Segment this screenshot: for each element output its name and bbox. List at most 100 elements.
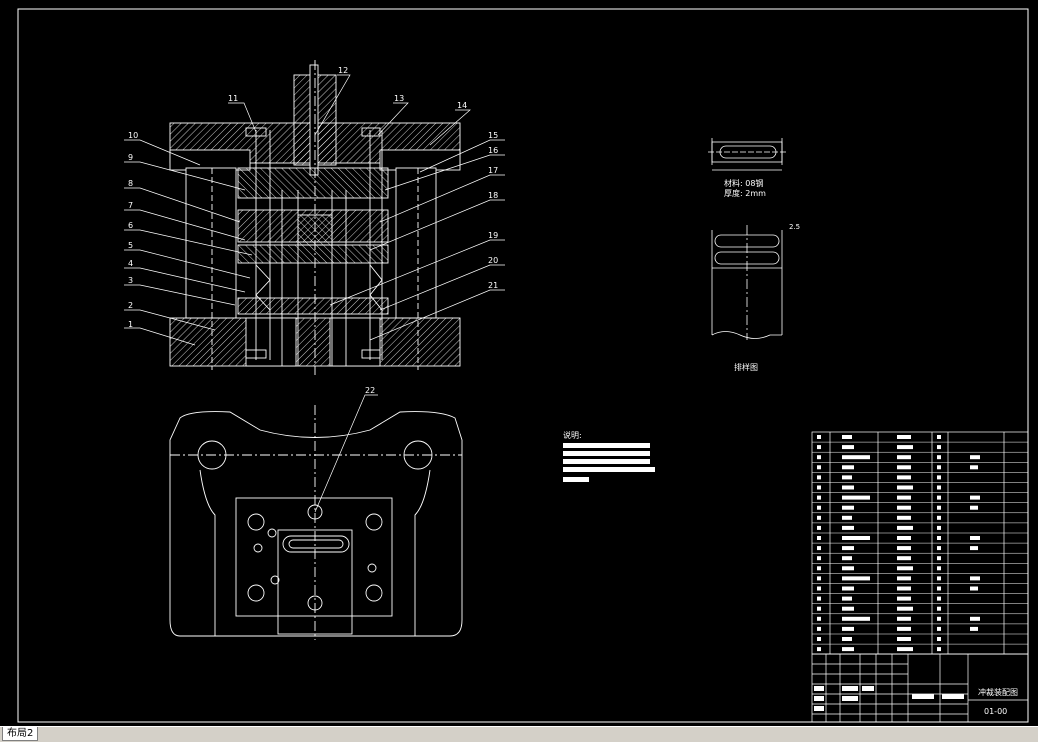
table-cell-text — [842, 525, 854, 530]
table-cell-text — [817, 485, 821, 490]
title-block-name: 冲裁装配图 — [978, 687, 1018, 697]
table-cell-text — [842, 495, 870, 500]
table-cell-text — [897, 576, 911, 581]
table-cell-text — [817, 435, 821, 439]
table-cell-text — [937, 525, 941, 530]
title-block — [811, 653, 1029, 723]
table-cell-text — [842, 566, 854, 571]
part-label-16: 16 — [488, 146, 498, 155]
table-cell-text — [842, 647, 854, 652]
part-label-7: 7 — [128, 201, 133, 210]
table-cell-text — [937, 596, 941, 601]
table-cell-text — [937, 576, 941, 581]
table-cell-text — [937, 616, 941, 621]
table-cell-text — [897, 525, 913, 530]
table-cell-text — [897, 596, 911, 601]
table-cell-text — [937, 455, 941, 460]
table-cell-text — [897, 637, 911, 641]
table-cell-text — [842, 616, 870, 621]
table-cell-text — [897, 445, 913, 450]
table-cell-text — [970, 505, 978, 510]
table-cell-text — [897, 536, 911, 540]
table-cell-text — [937, 536, 941, 540]
table-cell-text — [970, 536, 980, 540]
notes-block — [563, 443, 655, 482]
strip-layout — [711, 225, 783, 340]
table-cell-text — [842, 536, 870, 540]
table-cell-text — [970, 465, 978, 470]
table-cell-text — [970, 455, 980, 460]
part-label-18: 18 — [488, 191, 498, 200]
table-cell-text — [842, 465, 854, 470]
table-cell-text — [842, 445, 854, 450]
table-cell-text — [897, 546, 911, 551]
table-cell-text — [817, 536, 821, 540]
table-cell-text — [937, 505, 941, 510]
drawing-frame — [17, 8, 1029, 723]
table-cell-text — [970, 616, 980, 621]
part-label-20: 20 — [488, 256, 498, 265]
table-cell-text — [842, 515, 852, 520]
table-cell-text — [817, 606, 821, 611]
parts-list-rows — [812, 435, 1028, 655]
table-cell-text — [970, 626, 978, 631]
table-cell-text — [897, 566, 913, 571]
part-label-22: 22 — [365, 386, 375, 395]
table-cell-text — [937, 495, 941, 500]
table-cell-text — [937, 475, 941, 480]
table-cell-text — [817, 465, 821, 470]
part-label-5: 5 — [128, 241, 133, 250]
notes-title: 说明: — [563, 430, 582, 440]
table-cell-text — [897, 505, 911, 510]
title-block-number: 01-00 — [984, 707, 1007, 716]
table-cell-text — [817, 556, 821, 561]
table-cell-text — [842, 626, 854, 631]
table-cell-text — [817, 525, 821, 530]
table-cell-text — [817, 546, 821, 551]
part-label-8: 8 — [128, 179, 133, 188]
part-label-17: 17 — [488, 166, 498, 175]
table-cell-text — [937, 445, 941, 450]
part-label-19: 19 — [488, 231, 498, 240]
table-cell-text — [937, 556, 941, 561]
table-cell-text — [842, 435, 852, 439]
layout-tab-bar: 布局2 — [0, 726, 1038, 742]
part-label-3: 3 — [128, 276, 133, 285]
table-cell-text — [817, 475, 821, 480]
table-cell-text — [842, 576, 870, 581]
table-cell-text — [897, 616, 911, 621]
table-cell-text — [817, 586, 821, 591]
table-cell-text — [897, 495, 911, 500]
table-cell-text — [897, 586, 911, 591]
table-cell-text — [842, 586, 854, 591]
table-cell-text — [970, 576, 980, 581]
table-cell-text — [817, 626, 821, 631]
table-cell-text — [937, 647, 941, 652]
table-cell-text — [897, 485, 913, 490]
tab-layout2[interactable]: 布局2 — [2, 727, 39, 741]
part-label-6: 6 — [128, 221, 133, 230]
table-cell-text — [842, 556, 852, 561]
part-label-15: 15 — [488, 131, 498, 140]
table-cell-text — [937, 626, 941, 631]
table-cell-text — [842, 505, 854, 510]
part-label-2: 2 — [128, 301, 133, 310]
table-cell-text — [897, 465, 911, 470]
table-cell-text — [842, 455, 870, 460]
table-cell-text — [897, 435, 911, 439]
table-cell-text — [937, 546, 941, 551]
part-label-10: 10 — [128, 131, 138, 140]
part-label-12: 12 — [338, 66, 348, 75]
table-cell-text — [897, 556, 911, 561]
table-cell-text — [937, 637, 941, 641]
table-cell-text — [897, 606, 913, 611]
table-cell-text — [897, 626, 911, 631]
title-block-fills — [814, 686, 964, 711]
table-cell-text — [817, 495, 821, 500]
table-cell-text — [937, 485, 941, 490]
table-cell-text — [817, 616, 821, 621]
material-label: 材料: 08钢 — [724, 178, 763, 188]
section-view — [169, 60, 461, 375]
part-label-13: 13 — [394, 94, 404, 103]
